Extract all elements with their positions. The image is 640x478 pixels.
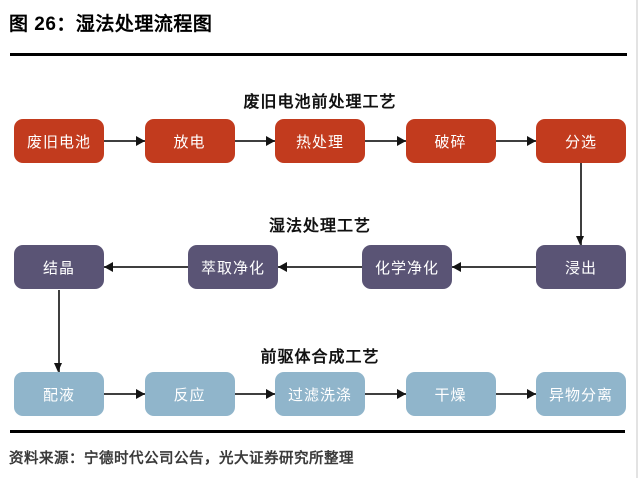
flow-box-discharge: 放电: [144, 119, 235, 163]
arrow-left-icon: [452, 262, 536, 271]
arrow-right-icon: [365, 136, 406, 145]
flow-box-leaching: 浸出: [536, 245, 626, 289]
flow-box-crystallization: 结晶: [14, 245, 104, 289]
arrow-right-icon: [365, 389, 406, 398]
arrow-down-icon: [577, 163, 583, 245]
flow-box-heat-treatment: 热处理: [275, 119, 365, 163]
arrow-right-icon: [104, 389, 145, 398]
arrow-right-icon: [495, 389, 536, 398]
flow-box-drying: 干燥: [405, 372, 496, 416]
flow-box-chemical-purification: 化学净化: [362, 245, 452, 289]
section-label-precursor: 前驱体合成工艺: [260, 349, 380, 366]
arrow-right-icon: [495, 136, 536, 145]
source-attribution: 资料来源：宁德时代公司公告，光大证券研究所整理: [9, 451, 354, 467]
section-label-pretreatment: 废旧电池前处理工艺: [243, 94, 397, 111]
page-edge-divider: [636, 0, 638, 478]
arrow-right-icon: [234, 136, 275, 145]
flow-box-reaction: 反应: [144, 372, 235, 416]
flow-box-waste-battery: 废旧电池: [14, 119, 104, 163]
arrow-down-icon: [55, 290, 61, 372]
flow-box-solution-preparation: 配液: [14, 372, 104, 416]
flow-box-extraction-purification: 萃取净化: [188, 245, 278, 289]
bottom-rule: [10, 430, 625, 433]
arrow-left-icon: [104, 262, 188, 271]
flow-box-sorting: 分选: [536, 119, 626, 163]
flow-row-precursor: 配液 反应 过滤洗涤 干燥 异物分离: [14, 372, 626, 416]
flow-row-wet-process: 结晶 萃取净化 化学净化 浸出: [14, 245, 626, 289]
top-rule: [10, 53, 627, 56]
arrow-left-icon: [278, 262, 362, 271]
flow-row-pretreatment: 废旧电池 放电 热处理 破碎 分选: [14, 119, 626, 163]
arrow-right-icon: [104, 136, 145, 145]
arrow-right-icon: [234, 389, 275, 398]
section-label-wet-process: 湿法处理工艺: [268, 218, 371, 235]
flow-box-filter-washing: 过滤洗涤: [275, 372, 365, 416]
flow-box-impurity-separation: 异物分离: [536, 372, 626, 416]
flow-box-crushing: 破碎: [405, 119, 496, 163]
figure-title: 图 26：湿法处理流程图: [9, 14, 213, 35]
